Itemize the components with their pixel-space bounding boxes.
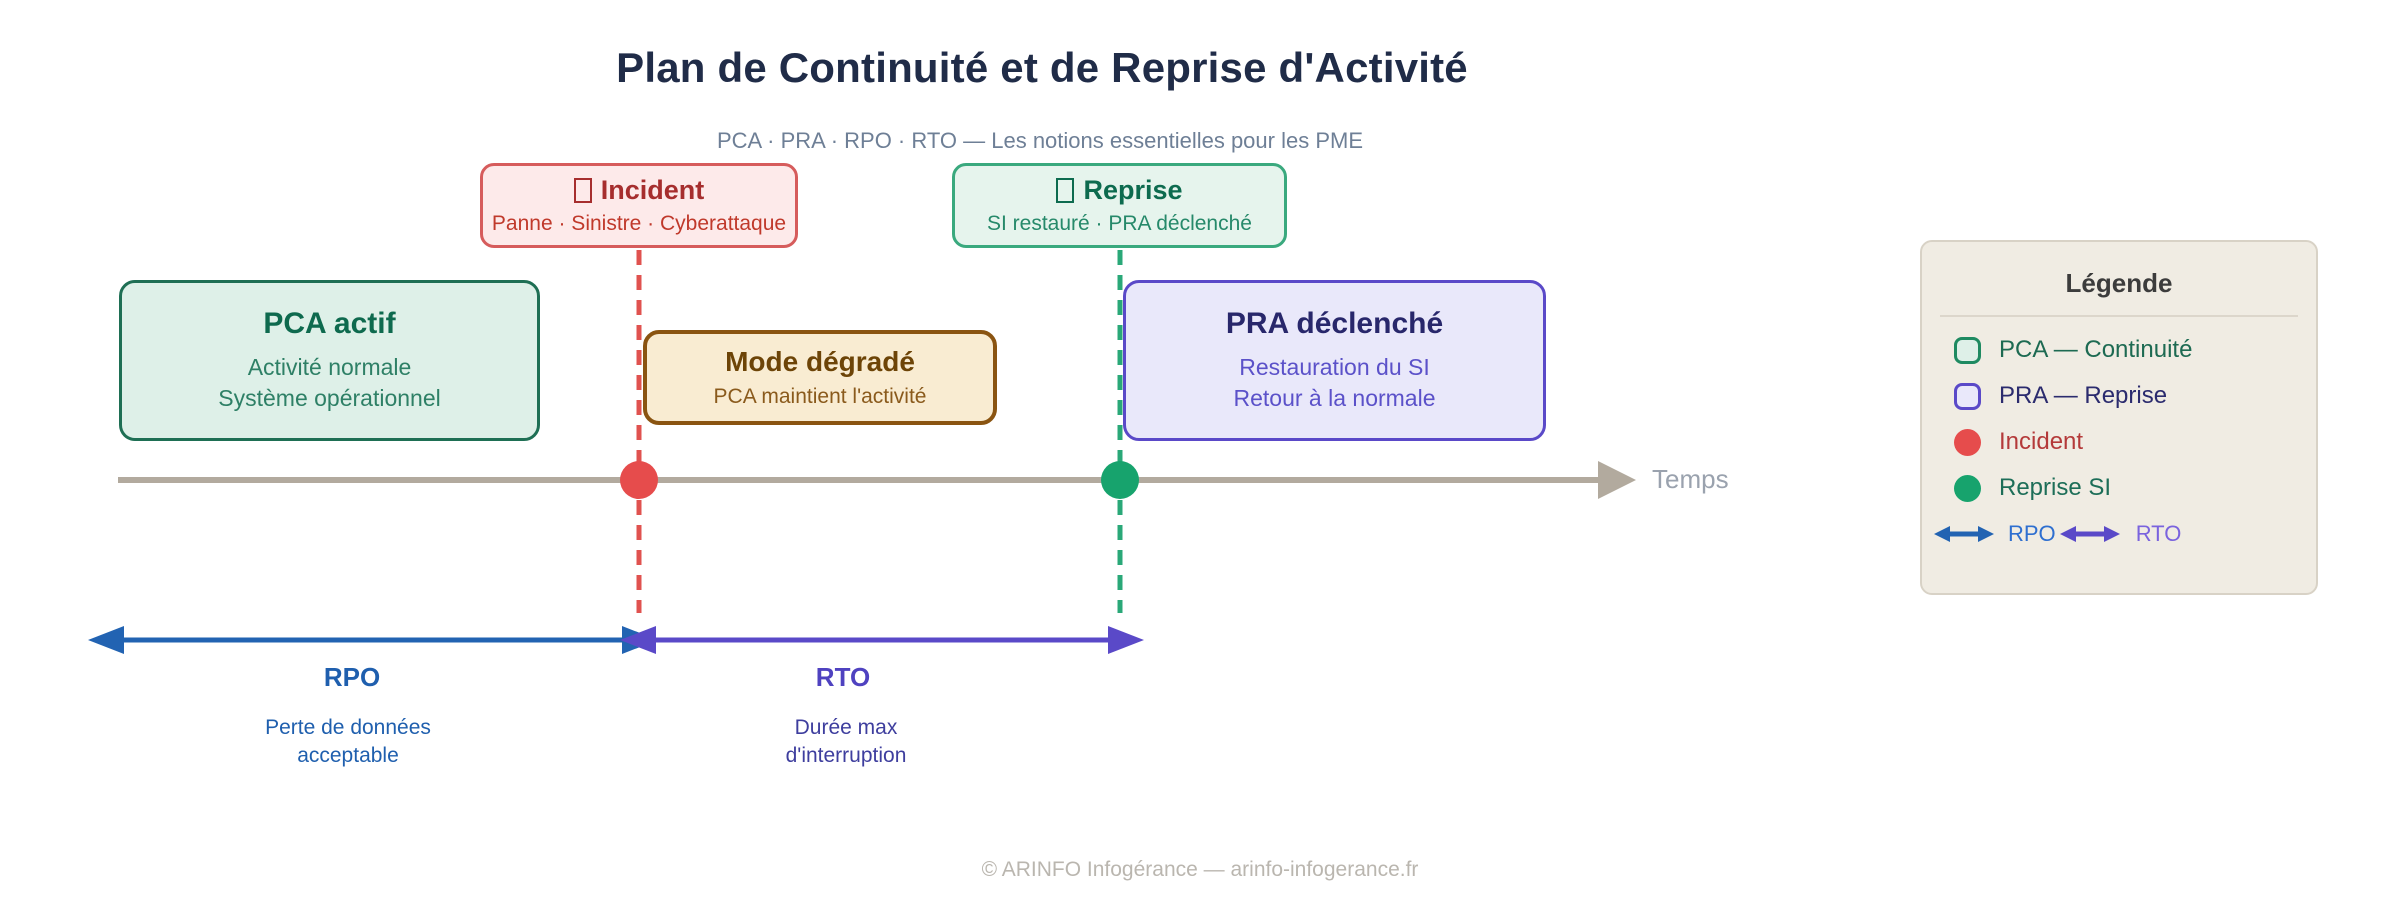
pca-phase-title: PCA actif	[263, 307, 396, 340]
missing-glyph-icon	[573, 178, 592, 203]
reprise-callout: Reprise SI restauré · PRA déclenché	[952, 163, 1287, 248]
legend-item-reprise: Reprise SI	[1922, 465, 2316, 511]
rto-label: RTO	[815, 662, 871, 692]
pra-phase-box: PRA déclenché Restauration du SI Retour …	[1123, 280, 1546, 441]
rto-arrow	[620, 626, 1144, 654]
pra-phase-line1: Restauration du SI	[1239, 354, 1430, 380]
legend-item-incident: Incident	[1922, 419, 2316, 465]
pca-phase-line1: Activité normale	[247, 354, 412, 380]
rto-desc-line2: d'interruption	[785, 744, 907, 767]
rpo-arrow	[88, 626, 658, 654]
mode-degrade-box: Mode dégradé PCA maintient l'activité	[643, 330, 997, 425]
legend-item-label: Incident	[1999, 428, 2084, 455]
reprise-title: Reprise	[1056, 175, 1183, 206]
reprise-dot	[1101, 461, 1139, 499]
mode-degrade-title: Mode dégradé	[725, 346, 915, 377]
missing-glyph-icon	[1056, 178, 1075, 203]
incident-callout: Incident Panne · Sinistre · Cyberattaque	[480, 163, 798, 248]
incident-title-text: Incident	[600, 175, 705, 205]
reprise-dot-icon	[1954, 474, 1981, 502]
reprise-title-text: Reprise	[1083, 175, 1183, 205]
incident-title: Incident	[573, 175, 705, 206]
legend-rpo-label: RPO	[2008, 521, 2056, 546]
legend-divider	[1940, 315, 2298, 317]
footer-credit: © ARINFO Infogérance — arinfo-infogeranc…	[981, 858, 1419, 881]
rpo-description: Perte de données acceptable	[188, 714, 508, 770]
page-title: Plan de Continuité et de Reprise d'Activ…	[616, 44, 1468, 91]
rto-description: Durée max d'interruption	[686, 714, 1006, 770]
rto-double-arrow-icon	[2059, 526, 2120, 542]
legend-item-metrics: RPO RTO	[1922, 511, 2316, 557]
rpo-desc-line1: Perte de données	[265, 716, 431, 739]
mode-degrade-line1: PCA maintient l'activité	[713, 385, 927, 408]
reprise-details: SI restauré · PRA déclenché	[987, 212, 1252, 235]
legend-item-pra: PRA — Reprise	[1922, 373, 2316, 419]
pca-swatch-icon	[1954, 336, 1981, 364]
incident-dot	[620, 461, 658, 499]
pca-phase-line2: Système opérationnel	[218, 385, 441, 411]
legend-rto-label: RTO	[2135, 521, 2182, 546]
legend-item-label: Reprise SI	[1999, 474, 2112, 501]
legend-item-label: PRA — Reprise	[1999, 382, 2168, 409]
pca-phase-box: PCA actif Activité normale Système opéra…	[119, 280, 540, 441]
incident-details: Panne · Sinistre · Cyberattaque	[491, 212, 787, 235]
pra-phase-line2: Retour à la normale	[1233, 385, 1436, 411]
rpo-double-arrow-icon	[1934, 526, 1994, 542]
legend-title: Légende	[2065, 268, 2173, 298]
rpo-label: RPO	[323, 662, 381, 692]
rpo-desc-line2: acceptable	[297, 744, 399, 767]
timeline-arrowhead-icon	[1598, 461, 1636, 499]
time-axis-label: Temps	[1652, 464, 1729, 494]
page-subtitle: PCA · PRA · RPO · RTO — Les notions esse…	[717, 128, 1363, 153]
legend-item-pca: PCA — Continuité	[1922, 327, 2316, 373]
legend-item-label: PCA — Continuité	[1999, 336, 2193, 363]
pra-swatch-icon	[1954, 382, 1981, 410]
legend-panel: Légende PCA — Continuité PRA — Reprise I…	[1920, 240, 2318, 595]
rto-desc-line1: Durée max	[794, 716, 898, 739]
incident-dot-icon	[1954, 428, 1981, 456]
pra-phase-title: PRA déclenché	[1225, 307, 1444, 340]
